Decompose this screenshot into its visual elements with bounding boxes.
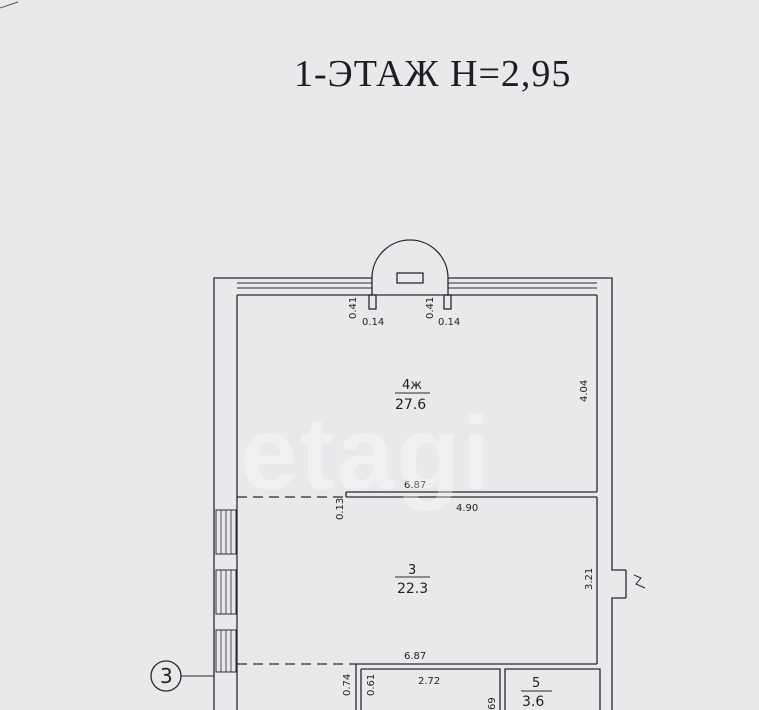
dim-bay-right-depth: 0.41 (425, 297, 436, 319)
watermark: etagi (240, 396, 493, 512)
outer-wall-right (448, 277, 626, 571)
dim-room4-height: 4.04 (579, 380, 590, 402)
bay-vent (396, 272, 424, 284)
room3-number: 3 (408, 563, 416, 578)
dim-partial-bottom: 69 (487, 697, 498, 710)
corner-mark (0, 1, 19, 9)
dim-room3-top-width: 4.90 (456, 503, 478, 514)
pier-right (443, 294, 452, 310)
pier-left (368, 294, 377, 310)
page-title: 1-ЭТАЖ Н=2,95 (294, 53, 572, 95)
dim-bay-left-depth: 0.41 (348, 297, 359, 319)
dim-lower-wall-b: 0.61 (366, 674, 377, 696)
room5-area: 3.6 (522, 694, 544, 710)
room5-number: 5 (532, 676, 540, 691)
axis-label: 3 (160, 664, 173, 688)
outer-wall-left (213, 277, 372, 710)
bay-window-arc (371, 239, 449, 279)
dim-room3-width: 6.87 (404, 651, 426, 662)
room5-walls (504, 668, 601, 710)
break-line (633, 574, 646, 589)
dim-room4-width: 6.87 (404, 480, 426, 491)
room4-area: 27.6 (395, 397, 426, 413)
outer-wall-right-lower (611, 597, 626, 710)
lower-room-walls (355, 664, 501, 710)
room3-area: 22.3 (397, 581, 428, 597)
partition-wall-1 (345, 491, 597, 498)
dim-wall-thickness: 0.13 (335, 498, 346, 520)
dim-lower-room-width: 2.72 (418, 676, 440, 687)
dim-lower-wall-a: 0.74 (342, 674, 353, 696)
dim-room3-height: 3.21 (584, 568, 595, 590)
dim-bay-right-width: 0.14 (438, 317, 460, 328)
dim-bay-left-width: 0.14 (362, 317, 384, 328)
room4-number: 4ж (402, 378, 422, 393)
